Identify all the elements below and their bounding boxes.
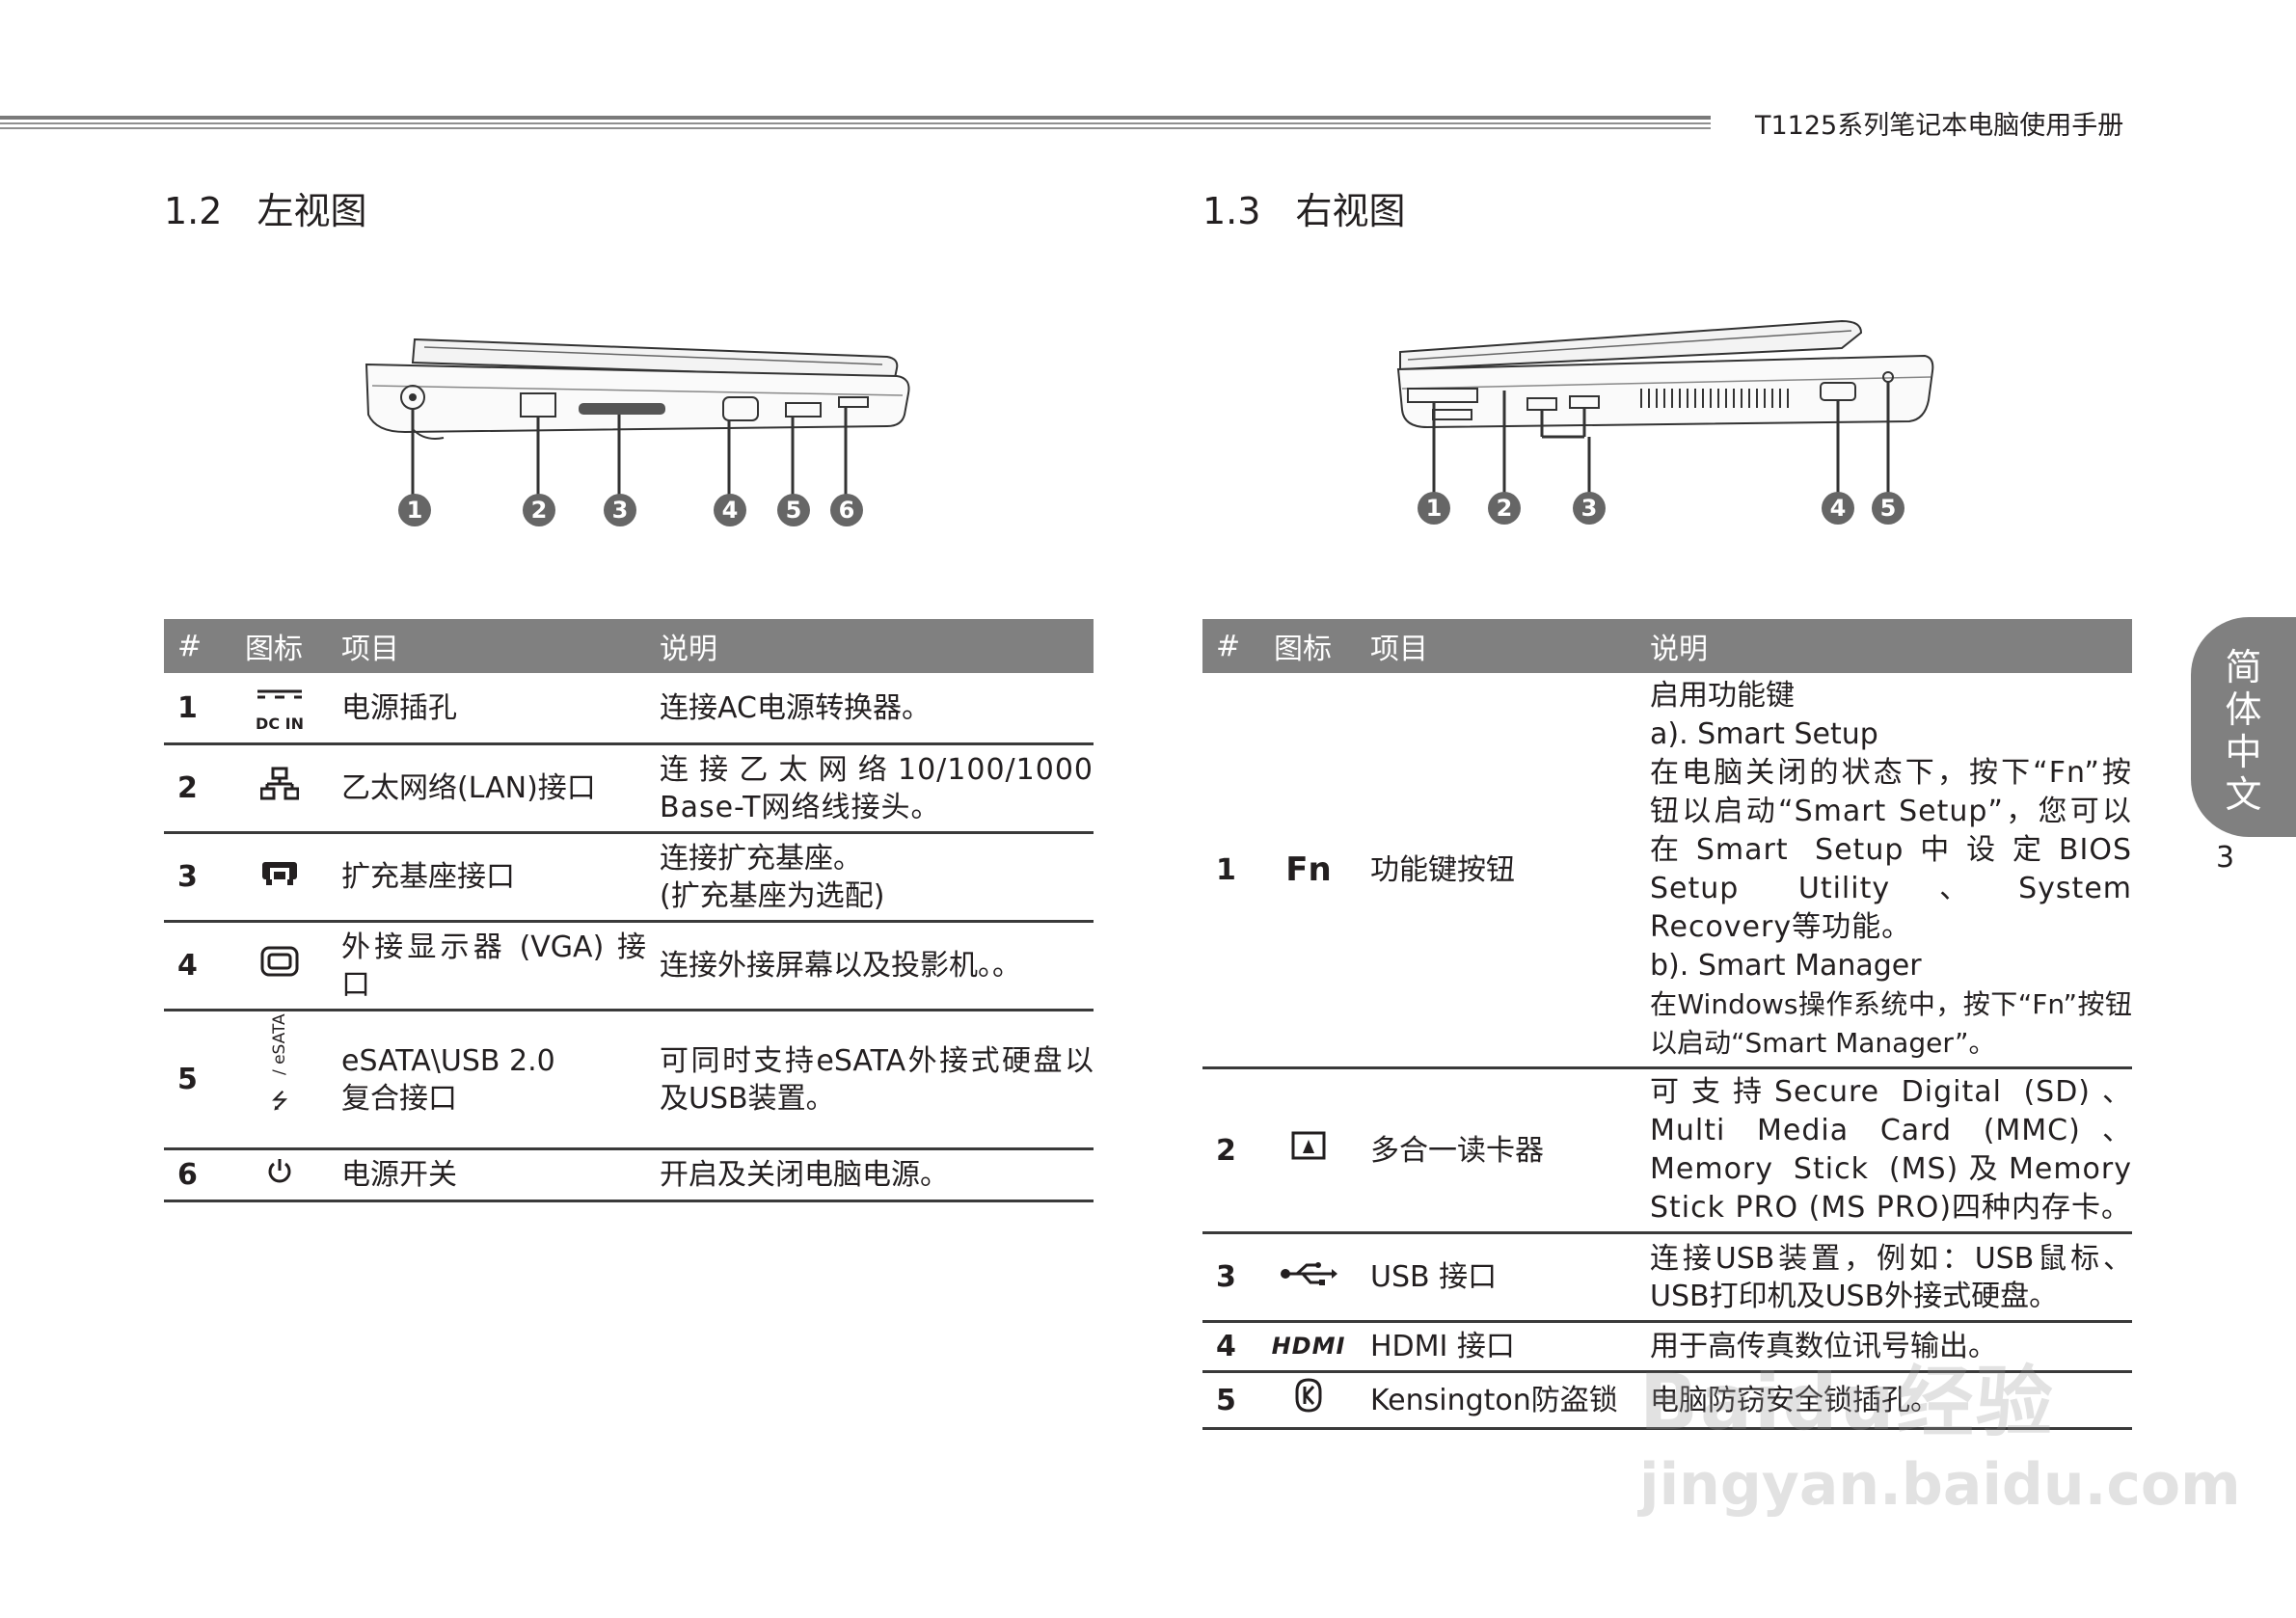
table-header: # 图标 项目 说明	[164, 619, 1094, 673]
manual-title: T1125系列笔记本电脑使用手册	[1755, 111, 2124, 141]
card-reader-icon	[1291, 1131, 1326, 1160]
left-view-table: # 图标 项目 说明 1 DC IN 电源插孔 连接AC电源转换器。 2 乙太网…	[164, 619, 1094, 1202]
hdmi-icon: HDMI	[1260, 1321, 1357, 1373]
table-row: 5 Kensington防盗锁 电脑防窃安全锁插孔。	[1202, 1371, 2132, 1430]
dock-icon	[262, 861, 297, 885]
table-header: # 图标 项目 说明	[1202, 619, 2132, 673]
callout: 4	[714, 494, 746, 526]
table-row: 3 USB 接口 连接USB装置，例如：USB鼠标、USB打印机及USB外接式硬…	[1202, 1232, 2132, 1323]
callout: 5	[1872, 492, 1904, 525]
table-row: 1 DC IN 电源插孔 连接AC电源转换器。	[164, 673, 1094, 745]
callout: 2	[523, 494, 555, 526]
table-row: 2 乙太网络(LAN)接口 连接乙太网络10/100/1000 Base-T网络…	[164, 743, 1094, 834]
power-icon	[268, 1158, 291, 1182]
language-tab: 简 体 中 文	[2191, 617, 2296, 837]
usb-icon	[1281, 1262, 1337, 1285]
fn-icon: Fn	[1260, 673, 1357, 1069]
table-row: 3 扩充基座接口 连接扩充基座。(扩充基座为选配)	[164, 832, 1094, 923]
left-view-laptop-illustration	[365, 337, 910, 511]
table-row: 4 HDMI HDMI 接口 用于高传真数位讯号输出。	[1202, 1321, 2132, 1373]
esata-usb-icon: / eSATA ⭍	[269, 1012, 289, 1114]
callout: 3	[1573, 492, 1606, 525]
page-number: 3	[2216, 841, 2235, 875]
right-view-laptop-illustration	[1396, 319, 1934, 504]
callout: 6	[830, 494, 863, 526]
usb-trident-icon: ⭍	[270, 1089, 289, 1114]
table-row: 4 外接显示器 (VGA) 接口 连接外接屏幕以及投影机。。	[164, 921, 1094, 1011]
dc-in-icon: DC IN	[256, 689, 304, 733]
watermark-logo: Baidu经验	[1639, 1358, 2055, 1447]
callout: 1	[1418, 492, 1450, 525]
callout: 5	[777, 494, 810, 526]
right-view-table: # 图标 项目 说明 1 Fn 功能键按钮 启用功能键 a). Smart Se…	[1202, 619, 2132, 1430]
table-row: 6 电源开关 开启及关闭电脑电源。	[164, 1148, 1094, 1202]
vga-icon	[260, 946, 299, 976]
callout: 4	[1822, 492, 1854, 525]
lan-icon	[259, 767, 300, 799]
table-row: 1 Fn 功能键按钮 启用功能键 a). Smart Setup 在电脑关闭的状…	[1202, 673, 2132, 1069]
callout: 2	[1488, 492, 1521, 525]
kensington-icon	[1295, 1378, 1322, 1413]
callout: 3	[604, 494, 636, 526]
callout: 1	[398, 494, 431, 526]
table-row: 2 多合一读卡器 可支持Secure Digital (SD)、Multi Me…	[1202, 1067, 2132, 1234]
header-rule	[0, 116, 1711, 129]
watermark-url: jingyan.baidu.com	[1639, 1451, 2241, 1519]
